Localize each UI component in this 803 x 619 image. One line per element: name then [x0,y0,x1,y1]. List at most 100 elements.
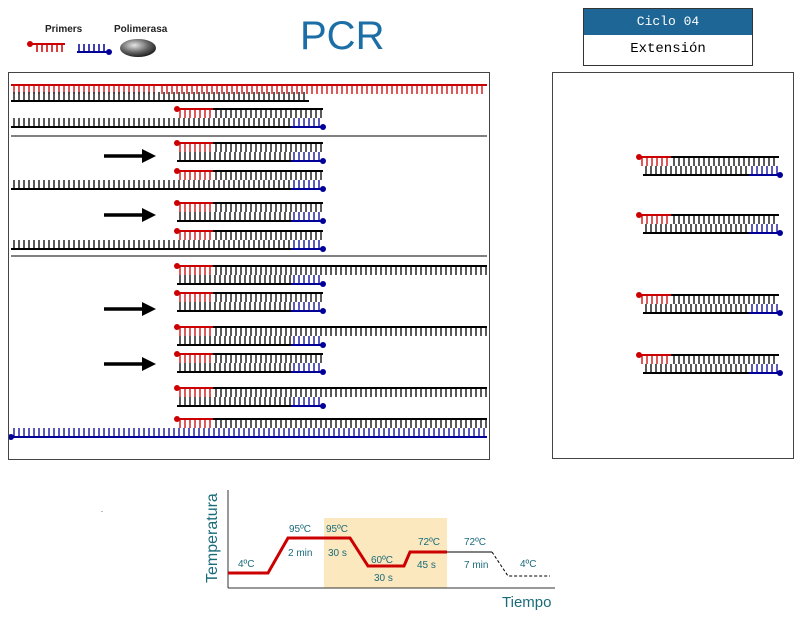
strand-end-dot [320,369,326,375]
red-primer-7 [177,292,213,302]
top-strand-1 [213,108,323,118]
long-black-strand-a [11,92,309,102]
zoom-bottom-strand-1 [643,166,749,176]
red-primer-11 [177,418,213,428]
zoom-blue-primer-2 [749,224,779,234]
blue-primer-8 [291,336,322,346]
strand-end-dot [174,140,180,146]
strand-end-dot [636,212,642,218]
dna-main-panel [8,72,490,460]
strand-end-dot [174,228,180,234]
step-6-temp: 72ºC [464,537,486,548]
strand-end-dot [320,186,326,192]
blue-primer-9 [291,363,322,373]
step-2-time: 2 min [288,548,312,559]
strand-end-dot [320,246,326,252]
hold-line [491,551,550,577]
step-5-temp: 72ºC [418,537,440,548]
bottom-strand-10 [177,397,291,407]
red-primer-9 [177,353,213,363]
strand-end-dot [320,281,326,287]
strand-end-dot [320,218,326,224]
zoom-red-primer-2 [639,214,671,224]
zoom-red-primer-1 [639,156,671,166]
legend-primers-label: Primers [45,24,83,35]
top-strand-9 [213,353,323,363]
step-2-temp: 95ºC [289,524,311,535]
long-red-strand-2 [159,84,487,94]
step-3-time: 30 s [328,548,347,559]
strand-end-dot [777,172,783,178]
step-1-temp: 4ºC [238,559,254,570]
red-primer-2 [177,142,213,152]
bottom-strand-2 [177,152,291,162]
long-red-strand [11,84,159,94]
strand-end-dot [8,434,14,440]
legend-polymerase-label: Polimerasa [114,24,168,35]
cycle-number: Ciclo 04 [584,9,752,35]
blue-primer-2 [291,152,322,162]
strand-end-dot [174,385,180,391]
temperature-profile-chart: Temperatura Tiempo 4ºC 95ºC 2 min 95ºC 3… [204,490,555,611]
red-primer-6 [177,265,213,275]
bottom-strand-6 [177,275,291,285]
top-strand-8 [213,326,487,336]
zoom-top-strand-2 [671,214,779,224]
arrow-1 [104,149,156,163]
blue-primer-4 [291,212,322,222]
bottom-strand-3 [11,180,291,190]
long-blue-strand [11,428,487,438]
top-strand-5 [213,230,323,240]
step-4-temp: 60ºC [371,555,393,566]
blue-primer-7 [291,302,322,312]
page-title: PCR [300,14,385,58]
red-primer-8 [177,326,213,336]
blue-primer-1 [291,118,322,128]
red-primer-5 [177,230,213,240]
red-primer-icon [27,41,65,52]
zoom-red-primer-3 [639,294,671,304]
step-7-temp: 4ºC [520,559,536,570]
strand-end-dot [777,310,783,316]
arrow-3 [104,302,156,316]
bottom-strand-8 [177,336,291,346]
zoom-blue-primer-1 [749,166,779,176]
step-3-temp: 95ºC [326,524,348,535]
step-5-time: 45 s [417,560,436,571]
top-strand-4 [213,202,323,212]
strand-end-dot [320,124,326,130]
strand-end-dot [320,308,326,314]
step-6-time: 7 min [464,560,488,571]
strand-end-dot [174,324,180,330]
blue-primer-10 [291,397,322,407]
stray-dot [101,511,103,512]
strand-end-dot [636,352,642,358]
blue-primer-6 [291,275,322,285]
red-primer-3 [177,170,213,180]
strand-end-dot [174,263,180,269]
zoom-red-primer-4 [639,354,671,364]
step-4-time: 30 s [374,573,393,584]
cycle-indicator: Ciclo 04 Extensión [583,8,753,66]
legend-icons [27,39,156,57]
strand-end-dot [320,158,326,164]
strand-end-dot [174,200,180,206]
zoom-top-strand-1 [671,156,779,166]
red-primer-10 [177,387,213,397]
strand-end-dot [174,106,180,112]
bottom-strand-9 [177,363,291,373]
top-strand-6 [213,265,487,275]
strand-end-dot [174,351,180,357]
red-primer-1 [177,108,213,118]
strand-end-dot [636,292,642,298]
strand-end-dot [320,403,326,409]
zoom-top-strand-4 [671,354,779,364]
dna-zoom-panel [552,72,794,459]
top-strand-2 [213,142,323,152]
x-axis-label: Tiempo [502,594,551,611]
strand-end-dot [320,342,326,348]
strand-end-dot [174,416,180,422]
strand-end-dot [777,370,783,376]
zoom-bottom-strand-2 [643,224,749,234]
zoom-blue-primer-3 [749,304,779,314]
